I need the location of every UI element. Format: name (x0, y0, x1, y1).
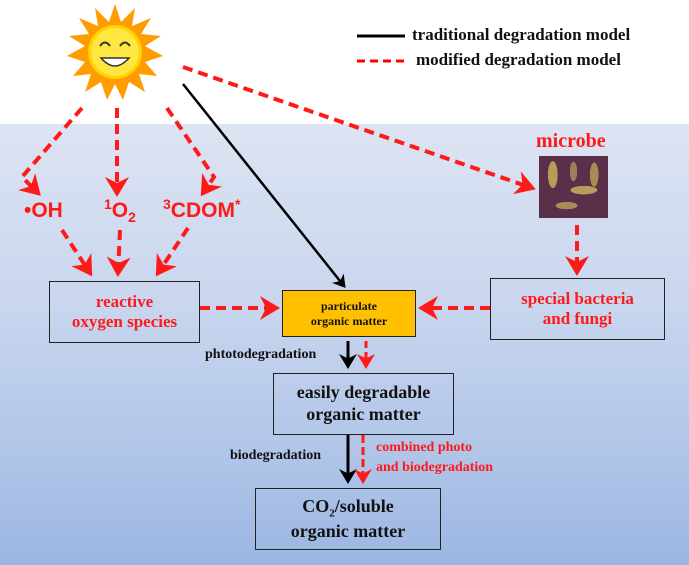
combined-degradation-label-line1: combined photo (376, 440, 473, 455)
arrow-oh-to-ros (60, 228, 93, 277)
arrow-o2-to-ros (106, 229, 131, 277)
legend-traditional-label: traditional degradation model (412, 25, 631, 44)
bacteria-image (539, 156, 608, 218)
arrow-sun-to-cdom (165, 106, 222, 197)
legend-modified-label: modified degradation model (416, 50, 621, 69)
arrow-sun-to-pom (182, 83, 346, 288)
combined-degradation-label-line2: and biodegradation (376, 460, 494, 475)
microbe-label: microbe (536, 130, 606, 152)
biodegradation-label: biodegradation (230, 448, 322, 463)
smiling-sun-icon (67, 4, 163, 100)
arrow-sun-to-microbe (182, 65, 536, 195)
hydroxyl-radical-label: •OH (24, 199, 63, 222)
arrow-sun-to-oh (18, 106, 84, 196)
arrow-cdom-to-ros (155, 226, 190, 277)
singlet-oxygen-label: 1O2 (104, 196, 136, 226)
cdom-label: 3CDOM* (163, 196, 241, 222)
photodegradation-label: phtotodegradation (205, 347, 317, 362)
